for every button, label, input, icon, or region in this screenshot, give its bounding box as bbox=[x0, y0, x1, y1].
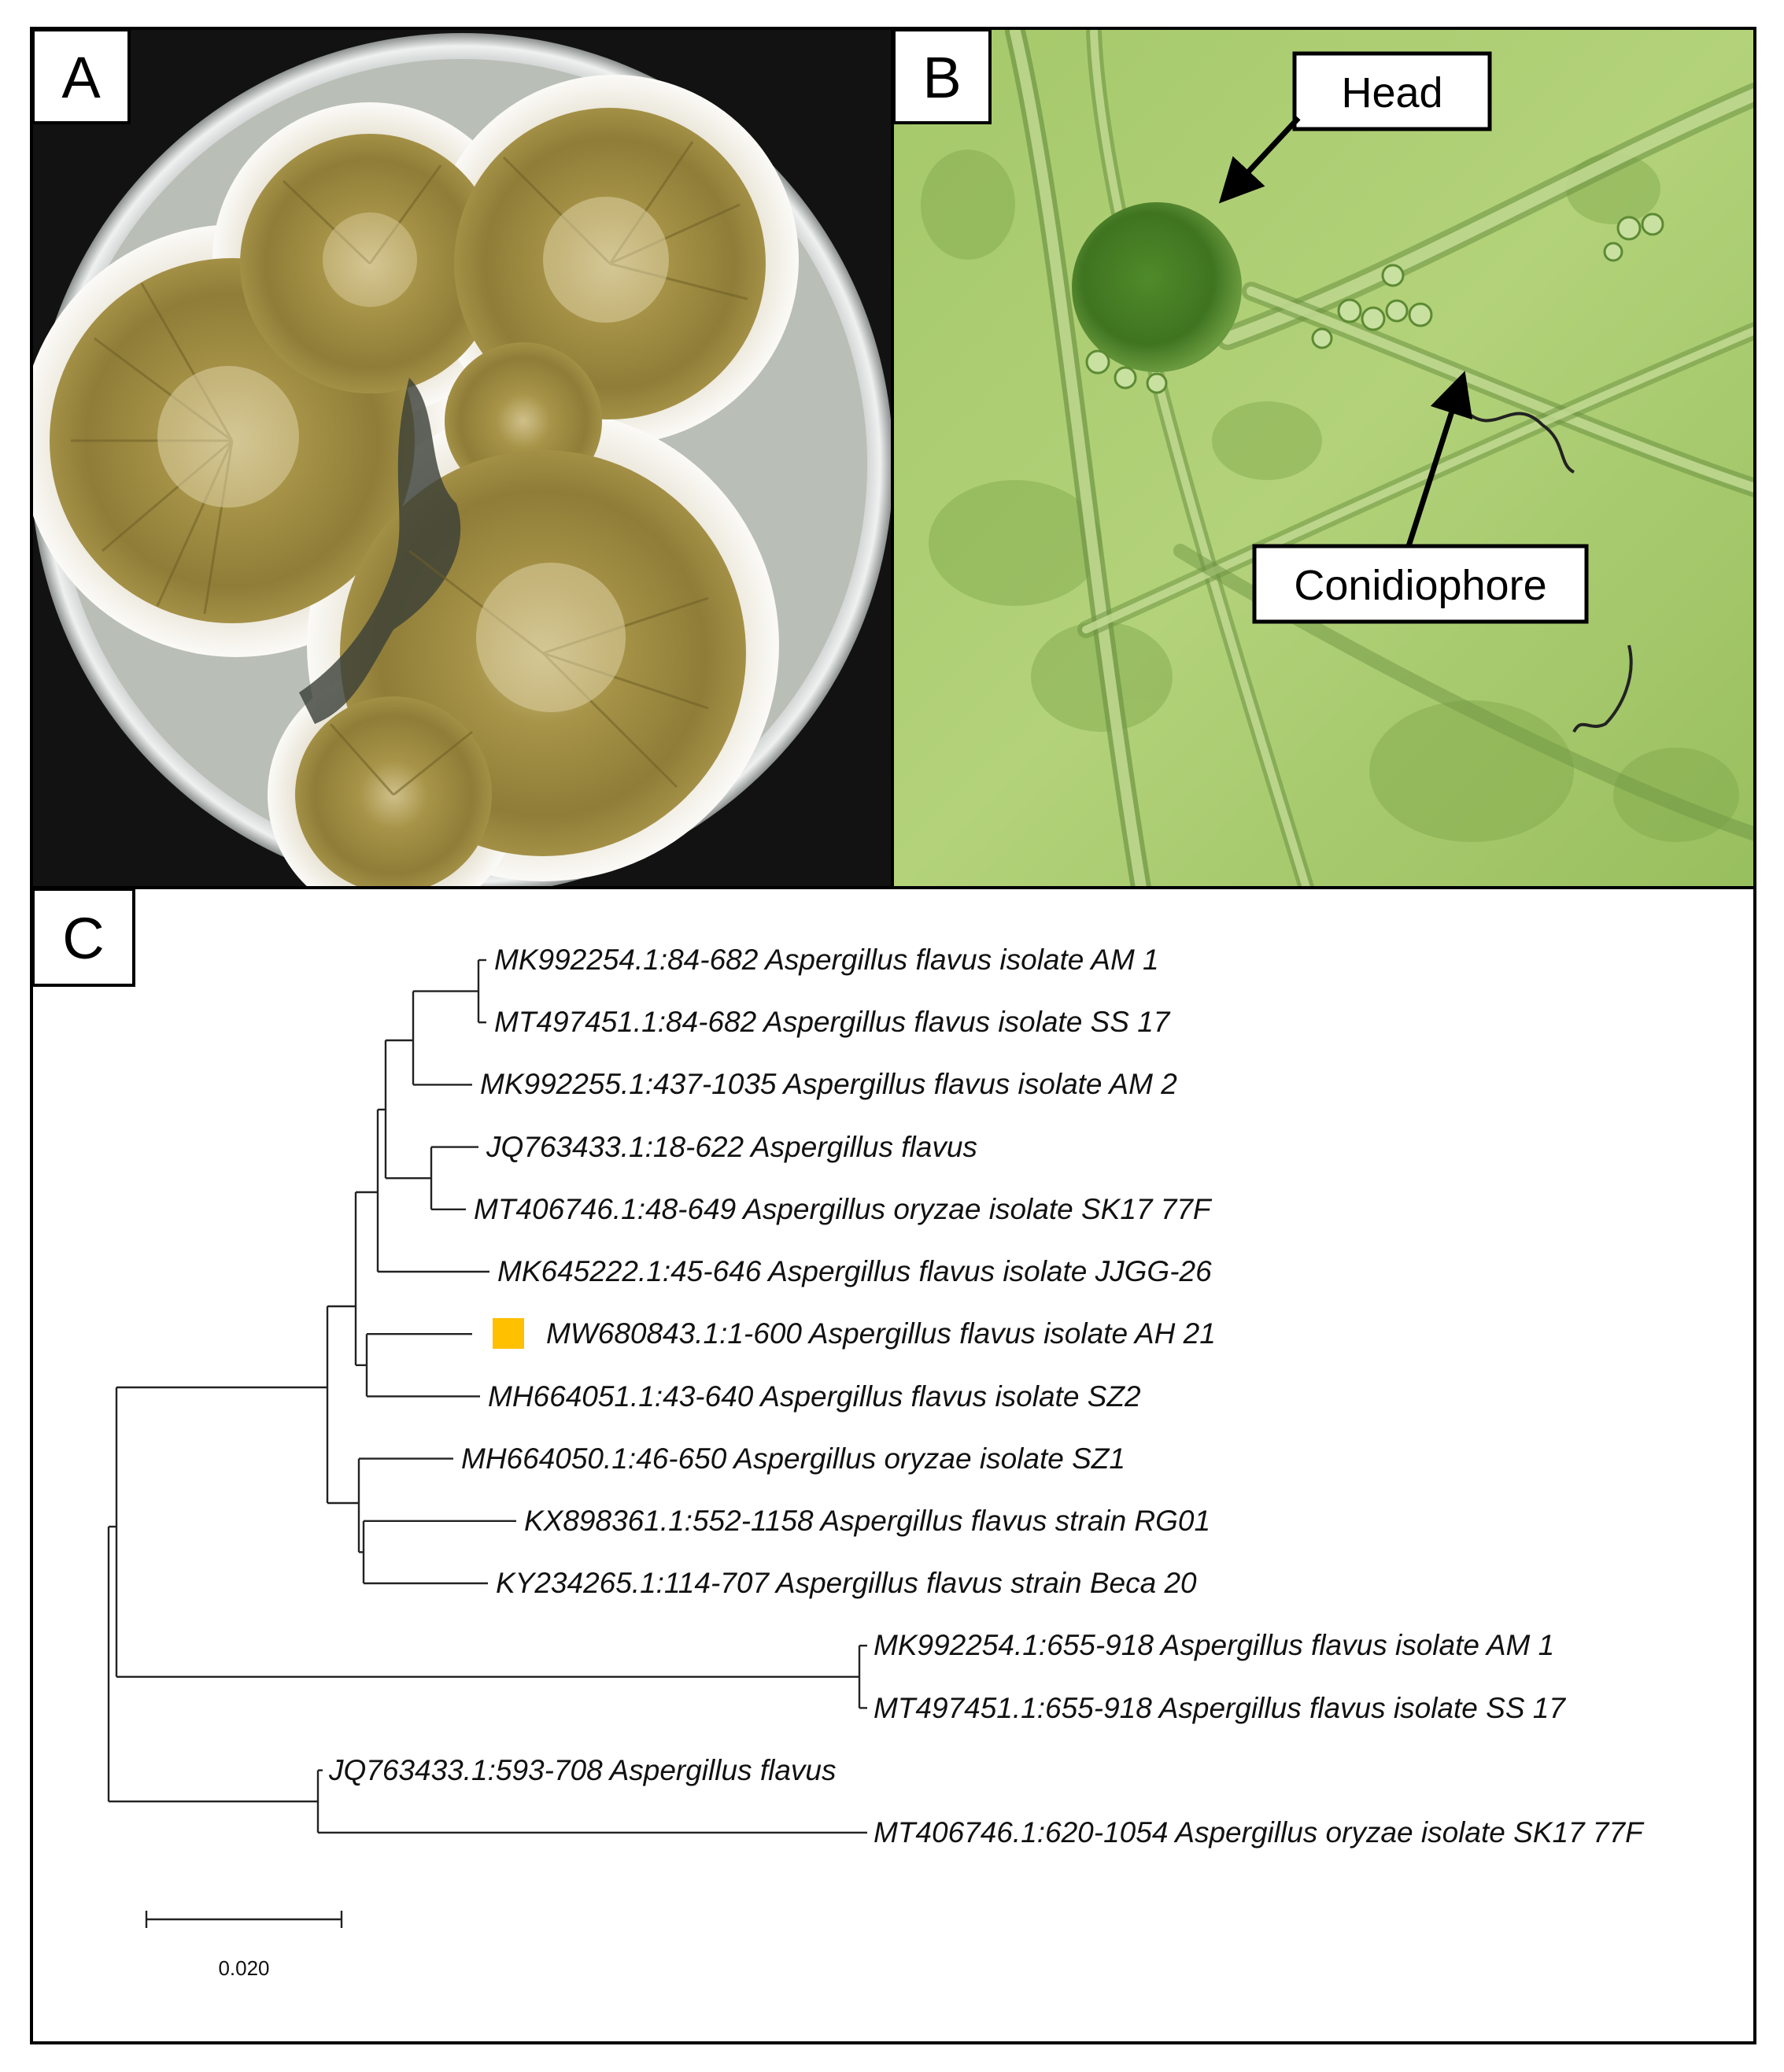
tree-leaf-labels: MK992254.1:84-682 Aspergillus flavus iso… bbox=[328, 944, 1645, 1849]
head-arrow bbox=[1218, 116, 1301, 204]
panel-a-letter: A bbox=[61, 45, 101, 110]
phylogenetic-tree bbox=[107, 958, 867, 1834]
panel-c-frame bbox=[30, 886, 1756, 2044]
head-callout: Head bbox=[1218, 51, 1492, 204]
conidia bbox=[1085, 212, 1664, 394]
panel-a-letter-box: A bbox=[31, 28, 131, 124]
head-label: Head bbox=[1341, 69, 1442, 116]
panel-c-letter-box: C bbox=[31, 888, 135, 987]
highlight-marker bbox=[493, 1318, 524, 1349]
conidial-head bbox=[1072, 202, 1242, 372]
scale-bar-label: 0.020 bbox=[218, 1956, 269, 1980]
tree-leaf-label: MT497451.1:655-918 Aspergillus flavus is… bbox=[874, 1692, 1566, 1724]
tree-leaf-label: KX898361.1:552-1158 Aspergillus flavus s… bbox=[524, 1505, 1210, 1537]
highlight-square-icon bbox=[493, 1318, 524, 1349]
tree-leaf-label-highlighted: MW680843.1:1-600 Aspergillus flavus isol… bbox=[546, 1317, 1216, 1350]
fungal-colonies bbox=[31, 75, 799, 888]
tree-leaf-label: MK992255.1:437-1035 Aspergillus flavus i… bbox=[480, 1068, 1177, 1100]
conidiophore-callout: Conidiophore bbox=[1252, 371, 1589, 624]
panel-b-letter: B bbox=[922, 45, 961, 110]
tree-leaf-label: JQ763433.1:593-708 Aspergillus flavus bbox=[328, 1754, 836, 1786]
scale-bar: 0.020 bbox=[145, 1911, 343, 1980]
panel-a-photo bbox=[31, 28, 892, 888]
tree-leaf-label: MT406746.1:620-1054 Aspergillus oryzae i… bbox=[874, 1816, 1645, 1849]
conidiophore-label: Conidiophore bbox=[1294, 562, 1546, 609]
tree-leaf-label: MT497451.1:84-682 Aspergillus flavus iso… bbox=[494, 1006, 1171, 1038]
tree-leaf-label: MH664050.1:46-650 Aspergillus oryzae iso… bbox=[461, 1442, 1125, 1475]
tree-leaf-label: MK992254.1:655-918 Aspergillus flavus is… bbox=[874, 1629, 1554, 1661]
conidiophore-arrow bbox=[1405, 371, 1473, 548]
tree-leaf-label: KY234265.1:114-707 Aspergillus flavus st… bbox=[496, 1567, 1197, 1599]
tree-leaf-label: MK645222.1:45-646 Aspergillus flavus iso… bbox=[497, 1255, 1212, 1287]
panel-c-letter: C bbox=[62, 906, 104, 971]
tree-leaf-label: MH664051.1:43-640 Aspergillus flavus iso… bbox=[488, 1380, 1141, 1413]
tree-leaf-label: MT406746.1:48-649 Aspergillus oryzae iso… bbox=[474, 1193, 1213, 1225]
tree-leaf-label: MK992254.1:84-682 Aspergillus flavus iso… bbox=[494, 944, 1159, 976]
panel-b-letter-box: B bbox=[892, 28, 992, 124]
panel-b-photo bbox=[892, 28, 1755, 888]
tree-leaf-label: JQ763433.1:18-622 Aspergillus flavus bbox=[486, 1131, 977, 1163]
hyphae bbox=[1005, 28, 1755, 888]
